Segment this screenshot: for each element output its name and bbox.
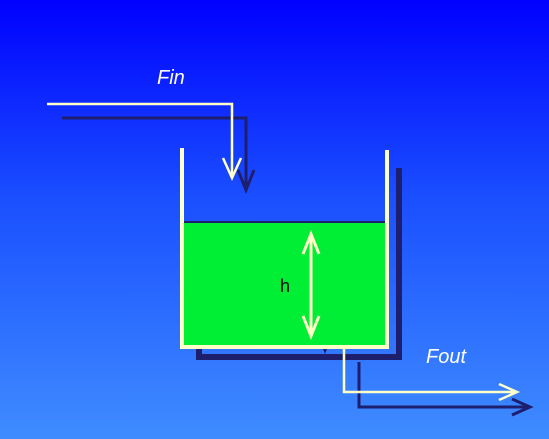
- outflow-pipe: [342, 349, 515, 394]
- outflow-pipe-shadow: [357, 362, 528, 409]
- tank-wall: [180, 148, 389, 349]
- inflow-pipe-shadow: [62, 116, 248, 188]
- height-arrow-bottom: [301, 315, 321, 341]
- inflow-arrowhead: [221, 157, 243, 182]
- inflow-pipe: [47, 102, 234, 176]
- inflow-label: Fin: [157, 67, 185, 89]
- outflow-arrowhead-shadow: [511, 397, 534, 417]
- outflow-arrowhead: [498, 382, 521, 402]
- height-arrow-top: [301, 229, 321, 255]
- outflow-label: Fout: [426, 346, 467, 368]
- height-label: h: [280, 276, 291, 296]
- liquid: [184, 222, 386, 346]
- inflow-arrowhead-shadow: [236, 169, 256, 195]
